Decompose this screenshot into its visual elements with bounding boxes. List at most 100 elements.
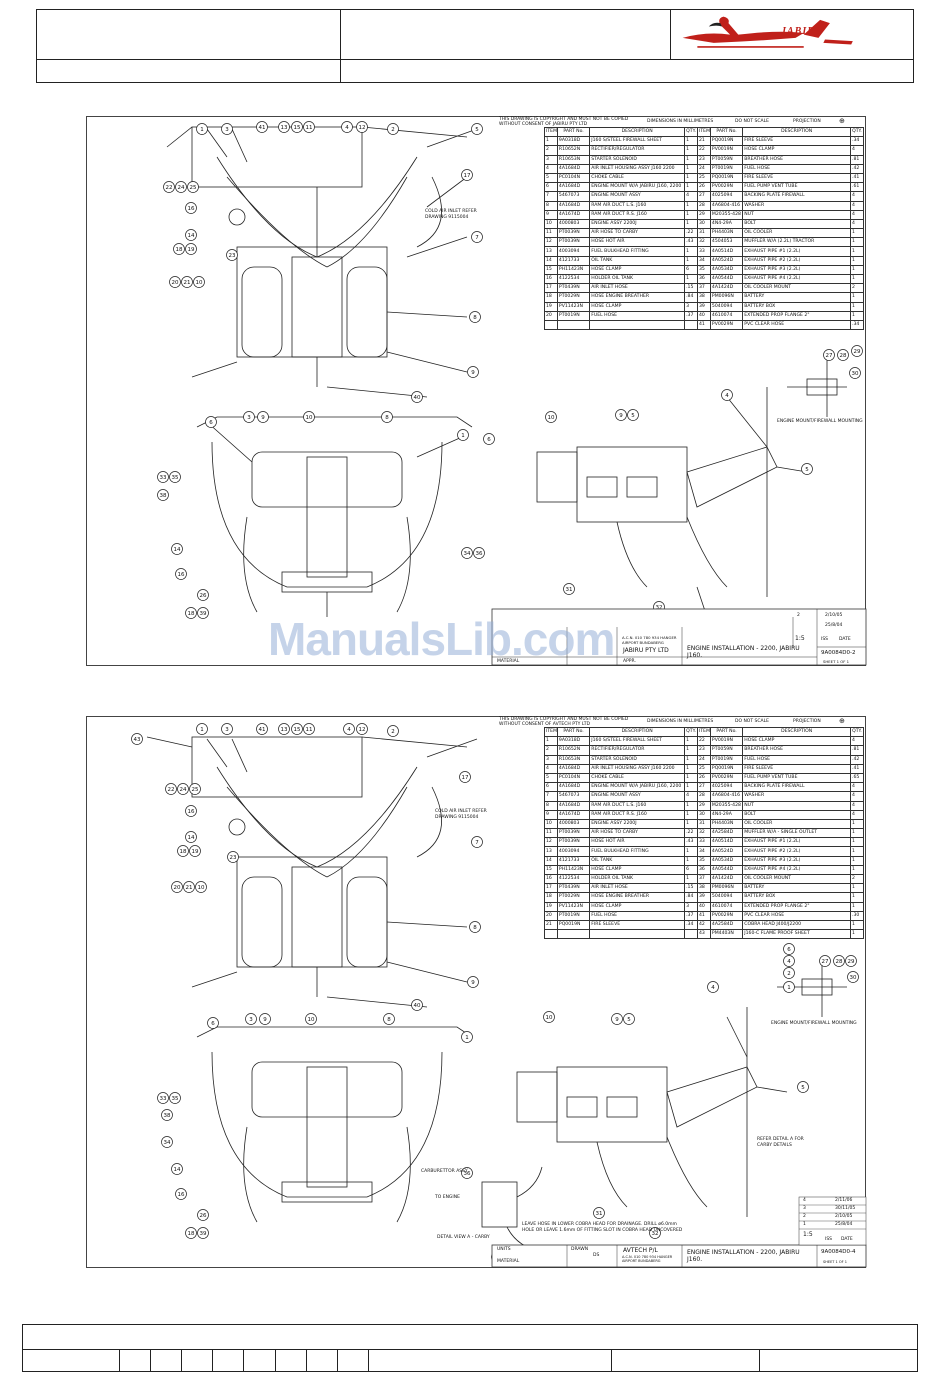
footer-divider — [181, 1349, 182, 1372]
callout-number: 7 — [475, 235, 479, 241]
callout-number: 22 — [168, 787, 175, 793]
table-cell: 1 — [850, 818, 864, 830]
callout-balloon — [171, 543, 183, 555]
callout-number: 24 — [178, 185, 185, 191]
tb-scale: 1:5 — [795, 635, 805, 642]
callout-number: 8 — [473, 925, 477, 931]
callout-number: 25 — [192, 787, 199, 793]
tb-appr: APPR. — [623, 659, 636, 664]
table-cell: 4121733 — [556, 855, 591, 866]
table-cell: HOSE HOT AIR — [589, 837, 686, 848]
refer-detail-note: REFER DETAIL A FOR CARBY DETAILS — [757, 1137, 804, 1148]
cold-air-note: COLD AIR INLET REFER DRAWING 9115004 — [425, 209, 477, 220]
table-cell: J160 S/STEEL FIREWALL SHEET — [589, 136, 686, 147]
table-cell: 1 — [850, 837, 864, 848]
callout-balloon — [783, 955, 795, 967]
table-cell: PH4403N — [709, 818, 744, 830]
callout-balloon — [783, 943, 795, 955]
table-cell: CHOKE CABLE — [589, 172, 686, 184]
footer-divider — [275, 1349, 276, 1372]
callout-number: 38 — [164, 1113, 171, 1119]
callout-balloon — [461, 1031, 473, 1043]
callout-number: 1 — [465, 1035, 469, 1041]
table-cell: STARTER SOLENOID — [589, 154, 686, 165]
column-header: DESCRIPTION — [589, 726, 686, 738]
table-cell: 4003094 — [556, 846, 591, 857]
callout-balloon — [257, 411, 269, 423]
tb-rev-3-date: 30/11/05 — [835, 1206, 856, 1211]
tb-rev-4: 4 — [803, 1198, 806, 1203]
callout-number: 41 — [259, 125, 266, 131]
tb-rev: 2 — [797, 613, 800, 618]
footer-divider — [306, 1349, 307, 1372]
callout-balloon — [823, 349, 835, 361]
table-cell: 4504053 — [709, 237, 744, 248]
table-cell: PT0029N — [556, 892, 591, 903]
table-cell: .42 — [850, 754, 864, 765]
callout-number: 29 — [848, 959, 855, 965]
callout-balloon — [411, 391, 423, 403]
table-cell: 9A0318D — [556, 136, 591, 147]
callout-number: 10 — [546, 1015, 553, 1021]
table-cell: R10653N — [556, 754, 591, 765]
callout-balloon — [278, 723, 290, 735]
callout-balloon — [849, 367, 861, 379]
table-cell: M20355-428 — [709, 800, 744, 811]
callout-balloon — [627, 409, 639, 421]
callout-balloon — [467, 366, 479, 378]
tb-address: A.C.N. 010 780 934 HANGER AIRPORT BUNDAB… — [622, 1255, 673, 1263]
callout-number: 25 — [190, 185, 197, 191]
callout-balloon — [623, 1013, 635, 1025]
callout-number: 33 — [160, 475, 167, 481]
callout-balloon — [185, 805, 197, 817]
callout-balloon — [171, 881, 183, 893]
table-cell: .34 — [850, 136, 864, 147]
callout-number: 40 — [414, 1003, 421, 1009]
table-cell: FUEL BULKHEAD FITTING — [589, 846, 686, 857]
callout-balloon — [256, 121, 268, 133]
callout-balloon — [819, 955, 831, 967]
callout-number: 10 — [198, 885, 205, 891]
detail-view-label: DETAIL VIEW A - CARBY — [437, 1235, 490, 1240]
table-cell: .81 — [850, 745, 864, 756]
table-cell: .61 — [850, 182, 864, 193]
table-cell: 9A0318D — [556, 736, 591, 747]
table-cell: PT0059N — [709, 745, 744, 756]
callout-number: 11 — [306, 727, 313, 733]
drawing-sheet-2: THIS DRAWING IS COPYRIGHT AND MUST NOT B… — [86, 716, 867, 1268]
table-cell: 1 — [850, 901, 864, 912]
table-cell: PV0029N — [709, 182, 744, 193]
callout-number: 8 — [387, 1017, 391, 1023]
callout-number: 36 — [476, 551, 483, 557]
table-cell: PT0039N — [556, 828, 591, 839]
callout-number: 18 — [188, 1231, 195, 1237]
callout-number: 20 — [172, 280, 179, 286]
callout-number: 4 — [347, 727, 351, 733]
callout-balloon — [611, 1013, 623, 1025]
callout-number: 27 — [826, 353, 833, 359]
table-cell: PQ0019N — [556, 919, 591, 931]
table-cell: 4025094 — [709, 191, 744, 202]
table-cell: PH11423N — [556, 864, 591, 876]
table-cell: HOLDER OIL TANK — [589, 873, 686, 885]
table-cell: 4 — [850, 200, 864, 211]
table-cell: AIR HOSE TO CARBY — [589, 228, 686, 239]
callout-balloon — [171, 1163, 183, 1175]
callout-number: 1 — [200, 127, 204, 133]
callout-balloon — [387, 123, 399, 135]
callout-number: 2 — [787, 971, 791, 977]
callout-balloon — [259, 1013, 271, 1025]
projection-symbol-icon: ⊕ — [839, 118, 845, 125]
callout-number: 2 — [391, 127, 395, 133]
table-cell: 4610074 — [709, 901, 744, 912]
callout-balloon — [185, 202, 197, 214]
callout-balloon — [177, 845, 189, 857]
table-cell: PQ0019N — [709, 763, 744, 774]
table-cell: J160 S/STEEL FIREWALL SHEET — [589, 736, 686, 747]
table-cell: ENGINE MOUNT ASSY — [589, 791, 686, 802]
callout-number: 10 — [548, 415, 555, 421]
